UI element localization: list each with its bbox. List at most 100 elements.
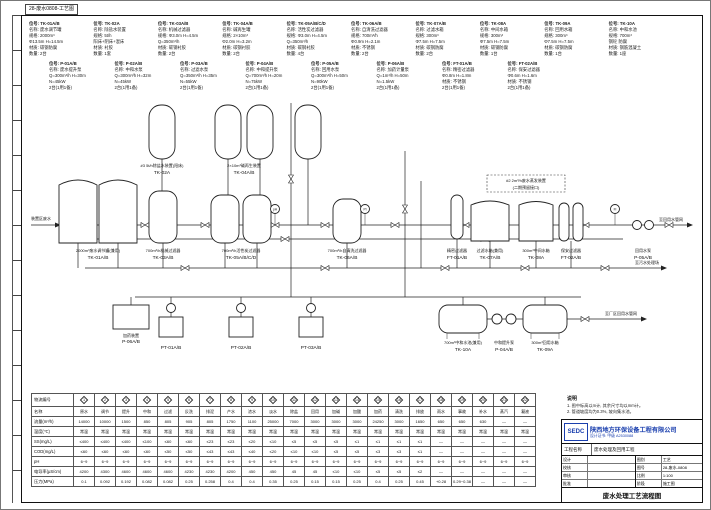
stream-table-row: COD(mg/L)≤60≤60≤60≤60≤50≤50≤43≤43≤40≤20≤… xyxy=(31,446,536,457)
spec-line: 名称: 中和水泵 xyxy=(114,67,143,72)
stream-table-cell: 加碱 xyxy=(325,406,347,417)
stream-table-cell: — xyxy=(430,436,452,447)
note-line: 2. 管道坡度均为0.3%, 坡向集水池。 xyxy=(567,408,634,414)
stream-number-header: 15 xyxy=(367,393,389,407)
stream-table-cell: 6~9 xyxy=(262,456,284,467)
stream-table-cell: 1500 xyxy=(115,416,137,427)
tank-tk01b xyxy=(98,179,138,244)
stream-table-cell: 0.092 xyxy=(94,476,116,487)
ft02-tag-label: FT-02A/B xyxy=(561,255,581,261)
stream-row-label: 压力(MPa) xyxy=(31,476,74,487)
stream-table-cell: ≤60 xyxy=(178,436,200,447)
pump-icon xyxy=(644,220,654,230)
spec-line: 名称: 过滤水泵 xyxy=(180,67,209,72)
spec-line: 2台(1用1备) xyxy=(442,85,465,90)
spec-line: 名称: 保安过滤器 xyxy=(507,67,540,72)
stream-table-cell: — xyxy=(493,466,515,477)
spec-line: 2台(1用1备) xyxy=(376,85,400,90)
stream-number-header: 16 xyxy=(388,393,410,407)
spec-line: 规格: Φ3.0m H=4.5m xyxy=(286,33,327,38)
outlet-bottom-label: 至厂区回用水管网 xyxy=(605,310,637,316)
spec-line: 位号: TK-10A xyxy=(608,21,635,26)
stream-table-cell: 回用 xyxy=(304,406,326,417)
stream-table-cell: 6~9 xyxy=(304,456,326,467)
stream-table-cell: ≤1 xyxy=(409,446,431,457)
stream-table-cell: 0.15 xyxy=(304,476,326,487)
stream-table-cell: ≤5 xyxy=(346,446,368,457)
spec-line: 位号: TK-06A/B xyxy=(351,21,382,26)
stream-table-row: SS(mg/L)≤400≤400≤400≤100≤60≤60≤23≤23≤20≤… xyxy=(31,436,536,447)
pt02-tag-label: PT-02A/B xyxy=(231,345,252,351)
titleblock-row: 设计 xyxy=(562,456,635,464)
spec-line: 数量: 2台 xyxy=(222,51,240,56)
stream-table-cell: 4200 xyxy=(73,466,95,477)
stream-number-header: 10 xyxy=(262,393,284,407)
tk05-tag-label: TK-05A/B/C/D xyxy=(226,255,257,261)
stream-table-cell: 凝液 xyxy=(514,406,536,417)
stream-number-header: 7 xyxy=(199,393,221,407)
stream-table-cell: — xyxy=(514,416,536,427)
stream-table-cell: — xyxy=(451,436,473,447)
stream-table-cell: 6~9 xyxy=(199,456,221,467)
stream-table-corner: 物流编号 xyxy=(31,393,74,407)
spec-line: 位号: TK-08A xyxy=(479,21,507,26)
column-tk04b xyxy=(246,104,274,160)
stream-table-cell: 常温 xyxy=(367,426,389,437)
stream-table-cell: 过滤 xyxy=(157,406,179,417)
stream-table-cell: 补水 xyxy=(472,406,494,417)
pump-icon xyxy=(306,303,316,313)
ft02-name-label: 保安过滤器 xyxy=(561,247,581,253)
stream-table-cell: 排泥 xyxy=(199,406,221,417)
stream-table-cell: 4200 xyxy=(220,466,242,477)
spec-line: 名称: 中和水池 xyxy=(608,27,637,32)
pump-icon xyxy=(632,220,642,230)
titleblock-row: 校核 xyxy=(562,464,635,472)
vessel-tk03 xyxy=(148,190,178,244)
stream-table-cell: 0.082 xyxy=(136,476,158,487)
stream-table-cell: ≤10 xyxy=(262,436,284,447)
drawing-title: 废水处理工艺流程图 xyxy=(602,493,662,500)
stream-table-cell: 4230 xyxy=(199,466,221,477)
spec-line: 名称: 回用水箱 xyxy=(544,27,573,32)
spec-line: 名称: 中和提升泵 xyxy=(245,67,278,72)
tank-tk08 xyxy=(518,201,554,242)
spec-line: 位号: TK-05A/B/C/D xyxy=(286,21,326,26)
spec-line: Φ0.9m H=2.1m xyxy=(351,39,381,44)
spec-line: 钢砼 防腐 xyxy=(608,39,628,44)
stream-table-cell: 10000 xyxy=(94,416,116,427)
stream-table-cell: ≤60 xyxy=(136,446,158,457)
stream-table-cell: 淡水 xyxy=(262,406,284,417)
spec-line: 位号: FT-01A/B xyxy=(442,61,472,66)
stream-table-cell: 450 xyxy=(262,466,284,477)
spec-line: 材质: 不锈钢 xyxy=(351,45,375,50)
stream-table-cell: — xyxy=(514,476,536,487)
stream-table-cell: 0.29~0.38 xyxy=(451,476,473,487)
drawing-frame xyxy=(21,15,703,503)
stream-table-cell: 常温 xyxy=(199,426,221,437)
spec-line: 名称: 精密过滤器 xyxy=(442,67,475,72)
spec-line: 数量: 1台 xyxy=(479,51,498,56)
stream-table-cell: 0.082 xyxy=(157,476,179,487)
stream-table-cell: — xyxy=(493,476,515,487)
stream-table-cell: ≤50 xyxy=(178,446,200,457)
stream-table-cell: 6~9 xyxy=(241,456,263,467)
valve-icon xyxy=(440,265,450,271)
spec-line: N=45kW xyxy=(49,79,66,84)
spec-line: Φ7.5m H=7.5m xyxy=(415,39,445,44)
spec-line: Q=1m³/h H=50m xyxy=(376,73,409,78)
inlet-label: 装置区废水 xyxy=(31,215,51,221)
pump-icon xyxy=(166,303,176,313)
valve-icon xyxy=(180,265,190,271)
stream-number-header: 21 xyxy=(493,393,515,407)
stream-table-cell: 0.192 xyxy=(115,476,137,487)
stream-row-label: 名称 xyxy=(31,406,74,417)
spec-line: 2台(1用1备) xyxy=(49,85,72,90)
stream-table-cell: 6~9 xyxy=(367,456,389,467)
stream-table-cell: ≤1 xyxy=(409,436,431,447)
stream-table-cell: 6~9 xyxy=(220,456,242,467)
